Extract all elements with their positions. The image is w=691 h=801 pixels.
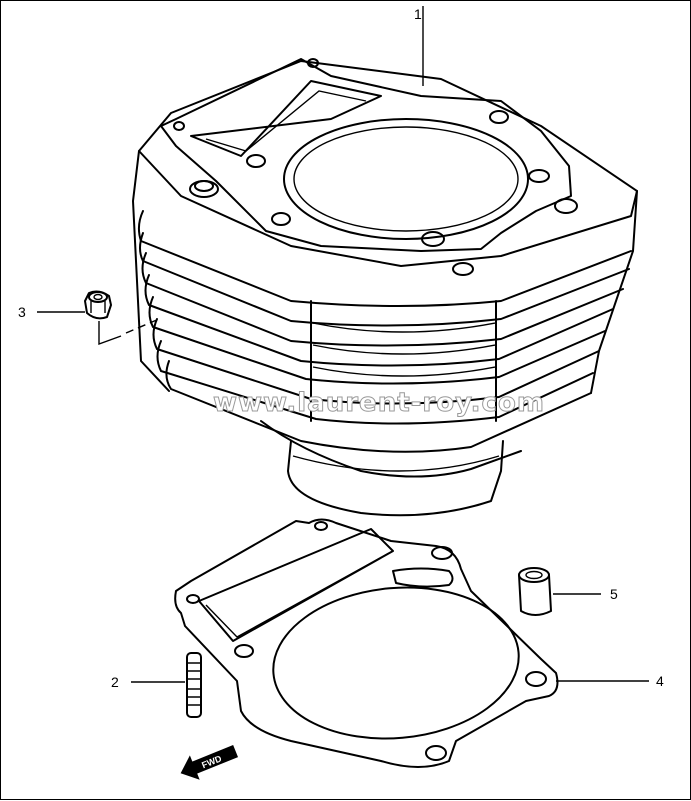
cylinder-base-gasket [174,518,559,768]
forward-arrow-icon: FWD [180,745,239,780]
dowel-pin [518,567,552,616]
callout-4: 4 [656,673,664,689]
callout-5: 5 [610,586,618,602]
watermark-text: www.laurent-roy.com [213,388,545,418]
stud-bolt [186,652,202,718]
callout-2: 2 [111,674,119,690]
cylinder-block [132,58,638,517]
leader-lines [37,6,649,683]
forward-marker-label: FWD [200,753,223,770]
callout-1: 1 [414,6,422,22]
callout-3: 3 [18,304,26,320]
cylinder-nut [84,290,112,320]
